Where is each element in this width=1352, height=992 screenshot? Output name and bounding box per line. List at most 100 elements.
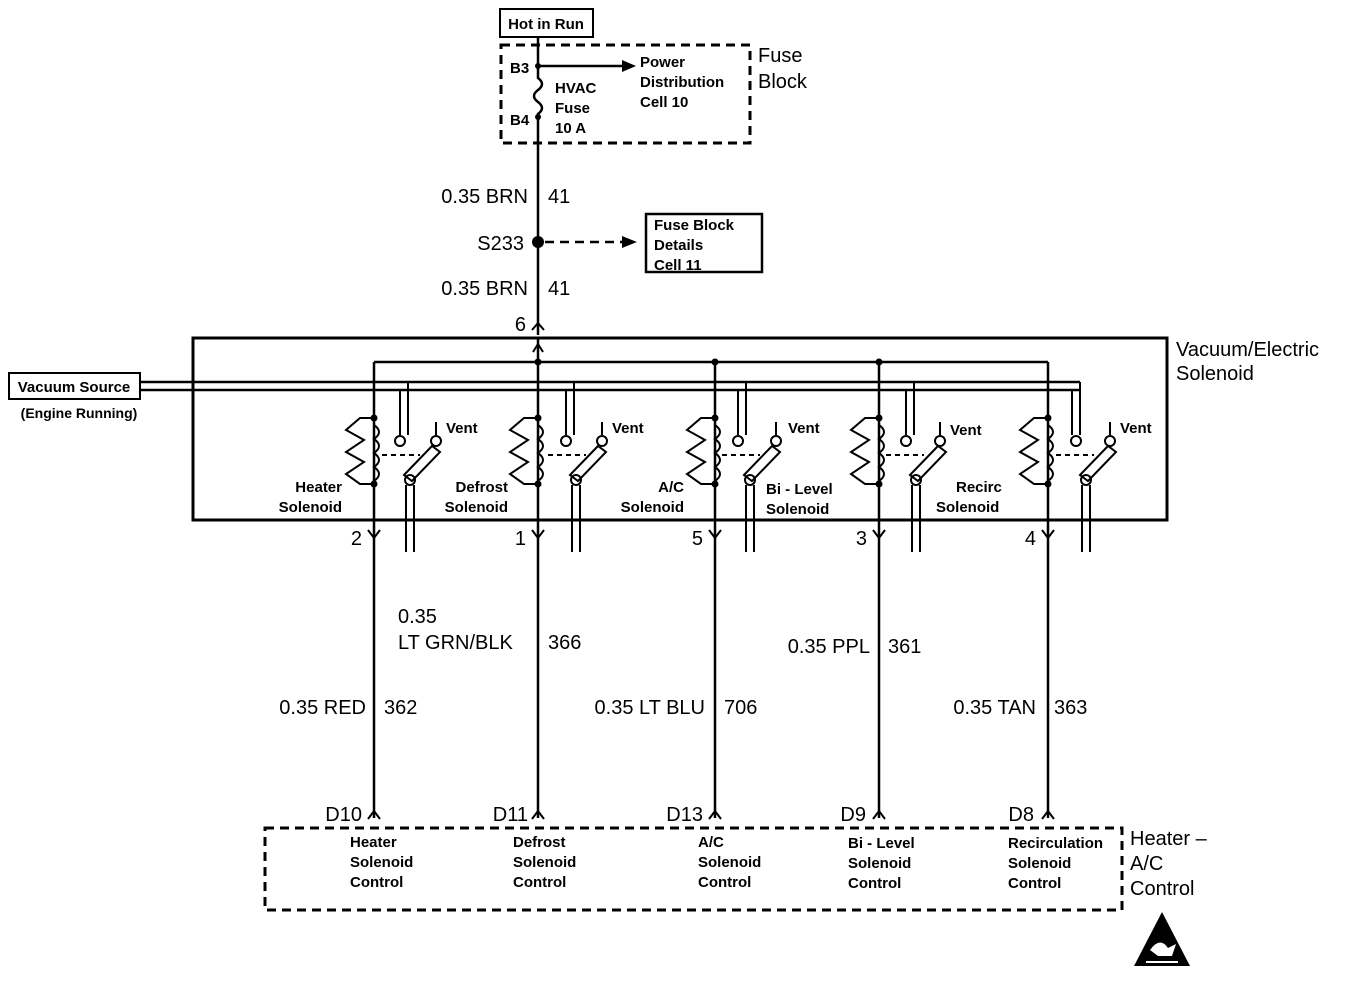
ac-resistor-icon bbox=[685, 417, 715, 485]
feed-upper-wire-label: 0.35 BRN bbox=[441, 186, 528, 208]
d10-connector-symbol bbox=[367, 809, 381, 820]
ctrl-heater-3: Control bbox=[350, 874, 403, 891]
fuse-name-1: HVAC bbox=[555, 80, 597, 97]
output-wires: 2 1 5 3 4 0.35 RED 362 0.35 LT GRN/BLK 3… bbox=[279, 520, 1087, 826]
ctrl-ac-3: Control bbox=[698, 874, 751, 891]
ctrl-bilevel-3: Control bbox=[848, 875, 901, 892]
d9-connector-symbol bbox=[872, 809, 886, 820]
pin-3-connector-symbol bbox=[872, 529, 886, 540]
ctrl-bilevel-1: Bi - Level bbox=[848, 835, 915, 852]
ctrl-ac-2: Solenoid bbox=[698, 854, 761, 871]
recirc-vent-port-icon bbox=[1104, 435, 1116, 447]
ctrl-recirc-3: Control bbox=[1008, 875, 1061, 892]
ac-name-1: A/C bbox=[658, 479, 684, 496]
ctrl-defrost-1: Defrost bbox=[513, 834, 566, 851]
heater-vacuum-port-icon bbox=[394, 435, 406, 447]
d8-connector-symbol bbox=[1041, 809, 1055, 820]
feed-lower-wire-label: 0.35 BRN bbox=[441, 278, 528, 300]
pin-1-label: 1 bbox=[515, 528, 526, 550]
fuse-details-2: Details bbox=[654, 237, 703, 254]
ac-vent-port-icon bbox=[770, 435, 782, 447]
wire-706-circuit: 706 bbox=[724, 697, 757, 719]
bilevel-valve-icon bbox=[908, 444, 948, 483]
ac-vent-label: Vent bbox=[788, 420, 820, 437]
solenoid-assembly-box bbox=[191, 336, 1169, 522]
pin-5-label: 5 bbox=[692, 528, 703, 550]
wire-362-circuit: 362 bbox=[384, 697, 417, 719]
connector-pin-6: 6 bbox=[515, 314, 526, 336]
hot-in-run-label: Hot in Run bbox=[508, 16, 584, 33]
fuse-details-3: Cell 11 bbox=[654, 257, 702, 274]
pin-d10-label: D10 bbox=[325, 804, 362, 826]
ctrl-defrost-3: Control bbox=[513, 874, 566, 891]
power-dist-2: Distribution bbox=[640, 74, 724, 91]
bilevel-vent-port-icon bbox=[934, 435, 946, 447]
hot-in-run-box bbox=[499, 8, 594, 38]
pin-2-connector-symbol bbox=[367, 529, 381, 540]
power-dist-arrowhead bbox=[622, 60, 636, 72]
ac-vacuum-port-icon bbox=[732, 435, 744, 447]
control-module-title-1: Heater – bbox=[1130, 828, 1208, 850]
wire-366-circuit: 366 bbox=[548, 632, 581, 654]
defrost-name-2: Solenoid bbox=[445, 499, 508, 516]
fuse-rating: 10 A bbox=[555, 120, 586, 137]
fuse-block-title-1: Fuse bbox=[758, 45, 802, 67]
ctrl-bilevel-2: Solenoid bbox=[848, 855, 911, 872]
ac-coil-icon bbox=[713, 424, 721, 482]
pin-6-connector-symbol bbox=[531, 321, 545, 331]
power-dist-1: Power bbox=[640, 54, 685, 71]
pin-d13-label: D13 bbox=[666, 804, 703, 826]
bilevel-resistor-icon bbox=[849, 417, 879, 485]
heater-vent-port-icon bbox=[430, 435, 442, 447]
pin-b4-label: B4 bbox=[510, 112, 530, 129]
heater-vacuum-output bbox=[405, 485, 415, 552]
pin-b3-label: B3 bbox=[510, 60, 529, 77]
defrost-vent-label: Vent bbox=[612, 420, 644, 437]
solenoid-defrost: Vent Defrost Solenoid bbox=[445, 380, 644, 552]
wire-361-label: 0.35 PPL bbox=[788, 636, 870, 658]
pin-d11-label: D11 bbox=[493, 804, 528, 826]
fuse-details-arrowhead bbox=[622, 236, 637, 248]
splice-s233-label: S233 bbox=[477, 233, 524, 255]
heater-coil-icon bbox=[372, 424, 380, 482]
defrost-name-1: Defrost bbox=[455, 479, 508, 496]
heater-resistor-icon bbox=[344, 417, 374, 485]
control-module-box bbox=[263, 826, 1124, 912]
ac-name-2: Solenoid bbox=[621, 499, 684, 516]
wire-366-label-1: 0.35 bbox=[398, 606, 437, 628]
defrost-vacuum-output bbox=[571, 485, 581, 552]
esd-warning-icon bbox=[1134, 912, 1190, 966]
pin-3-label: 3 bbox=[856, 528, 867, 550]
ctrl-recirc-2: Solenoid bbox=[1008, 855, 1071, 872]
bilevel-vent-label: Vent bbox=[950, 422, 982, 439]
fuse-block-title-2: Block bbox=[758, 71, 808, 93]
pin-2-label: 2 bbox=[351, 528, 362, 550]
recirc-valve-icon bbox=[1078, 444, 1118, 483]
wire-706-label: 0.35 LT BLU bbox=[595, 697, 705, 719]
pin-d8-label: D8 bbox=[1008, 804, 1034, 826]
main-feed-wire bbox=[532, 37, 544, 335]
recirc-vacuum-output bbox=[1081, 485, 1091, 552]
bilevel-name-1: Bi - Level bbox=[766, 481, 833, 498]
wire-363-circuit: 363 bbox=[1054, 697, 1087, 719]
d11-connector-symbol bbox=[531, 809, 545, 820]
engine-running-label: (Engine Running) bbox=[21, 405, 138, 421]
solenoid-ac: Vent A/C Solenoid bbox=[621, 362, 820, 552]
recirc-name-1: Recirc bbox=[956, 479, 1002, 496]
bilevel-coil-icon bbox=[877, 424, 885, 482]
defrost-vent-port-icon bbox=[596, 435, 608, 447]
defrost-valve-icon bbox=[568, 444, 608, 483]
internal-feed-arrow bbox=[532, 342, 544, 353]
pin-5-connector-symbol bbox=[708, 529, 722, 540]
wire-363-label: 0.35 TAN bbox=[953, 697, 1036, 719]
pin-d9-label: D9 bbox=[840, 804, 866, 826]
splice-s233-dot bbox=[532, 236, 544, 248]
vacuum-source-label: Vacuum Source bbox=[18, 379, 131, 396]
recirc-vacuum-port-icon bbox=[1070, 435, 1082, 447]
ctrl-defrost-2: Solenoid bbox=[513, 854, 576, 871]
ctrl-recirc-1: Recirculation bbox=[1008, 835, 1103, 852]
fuse-block-box bbox=[499, 43, 752, 145]
control-module-title-2: A/C bbox=[1130, 853, 1163, 875]
